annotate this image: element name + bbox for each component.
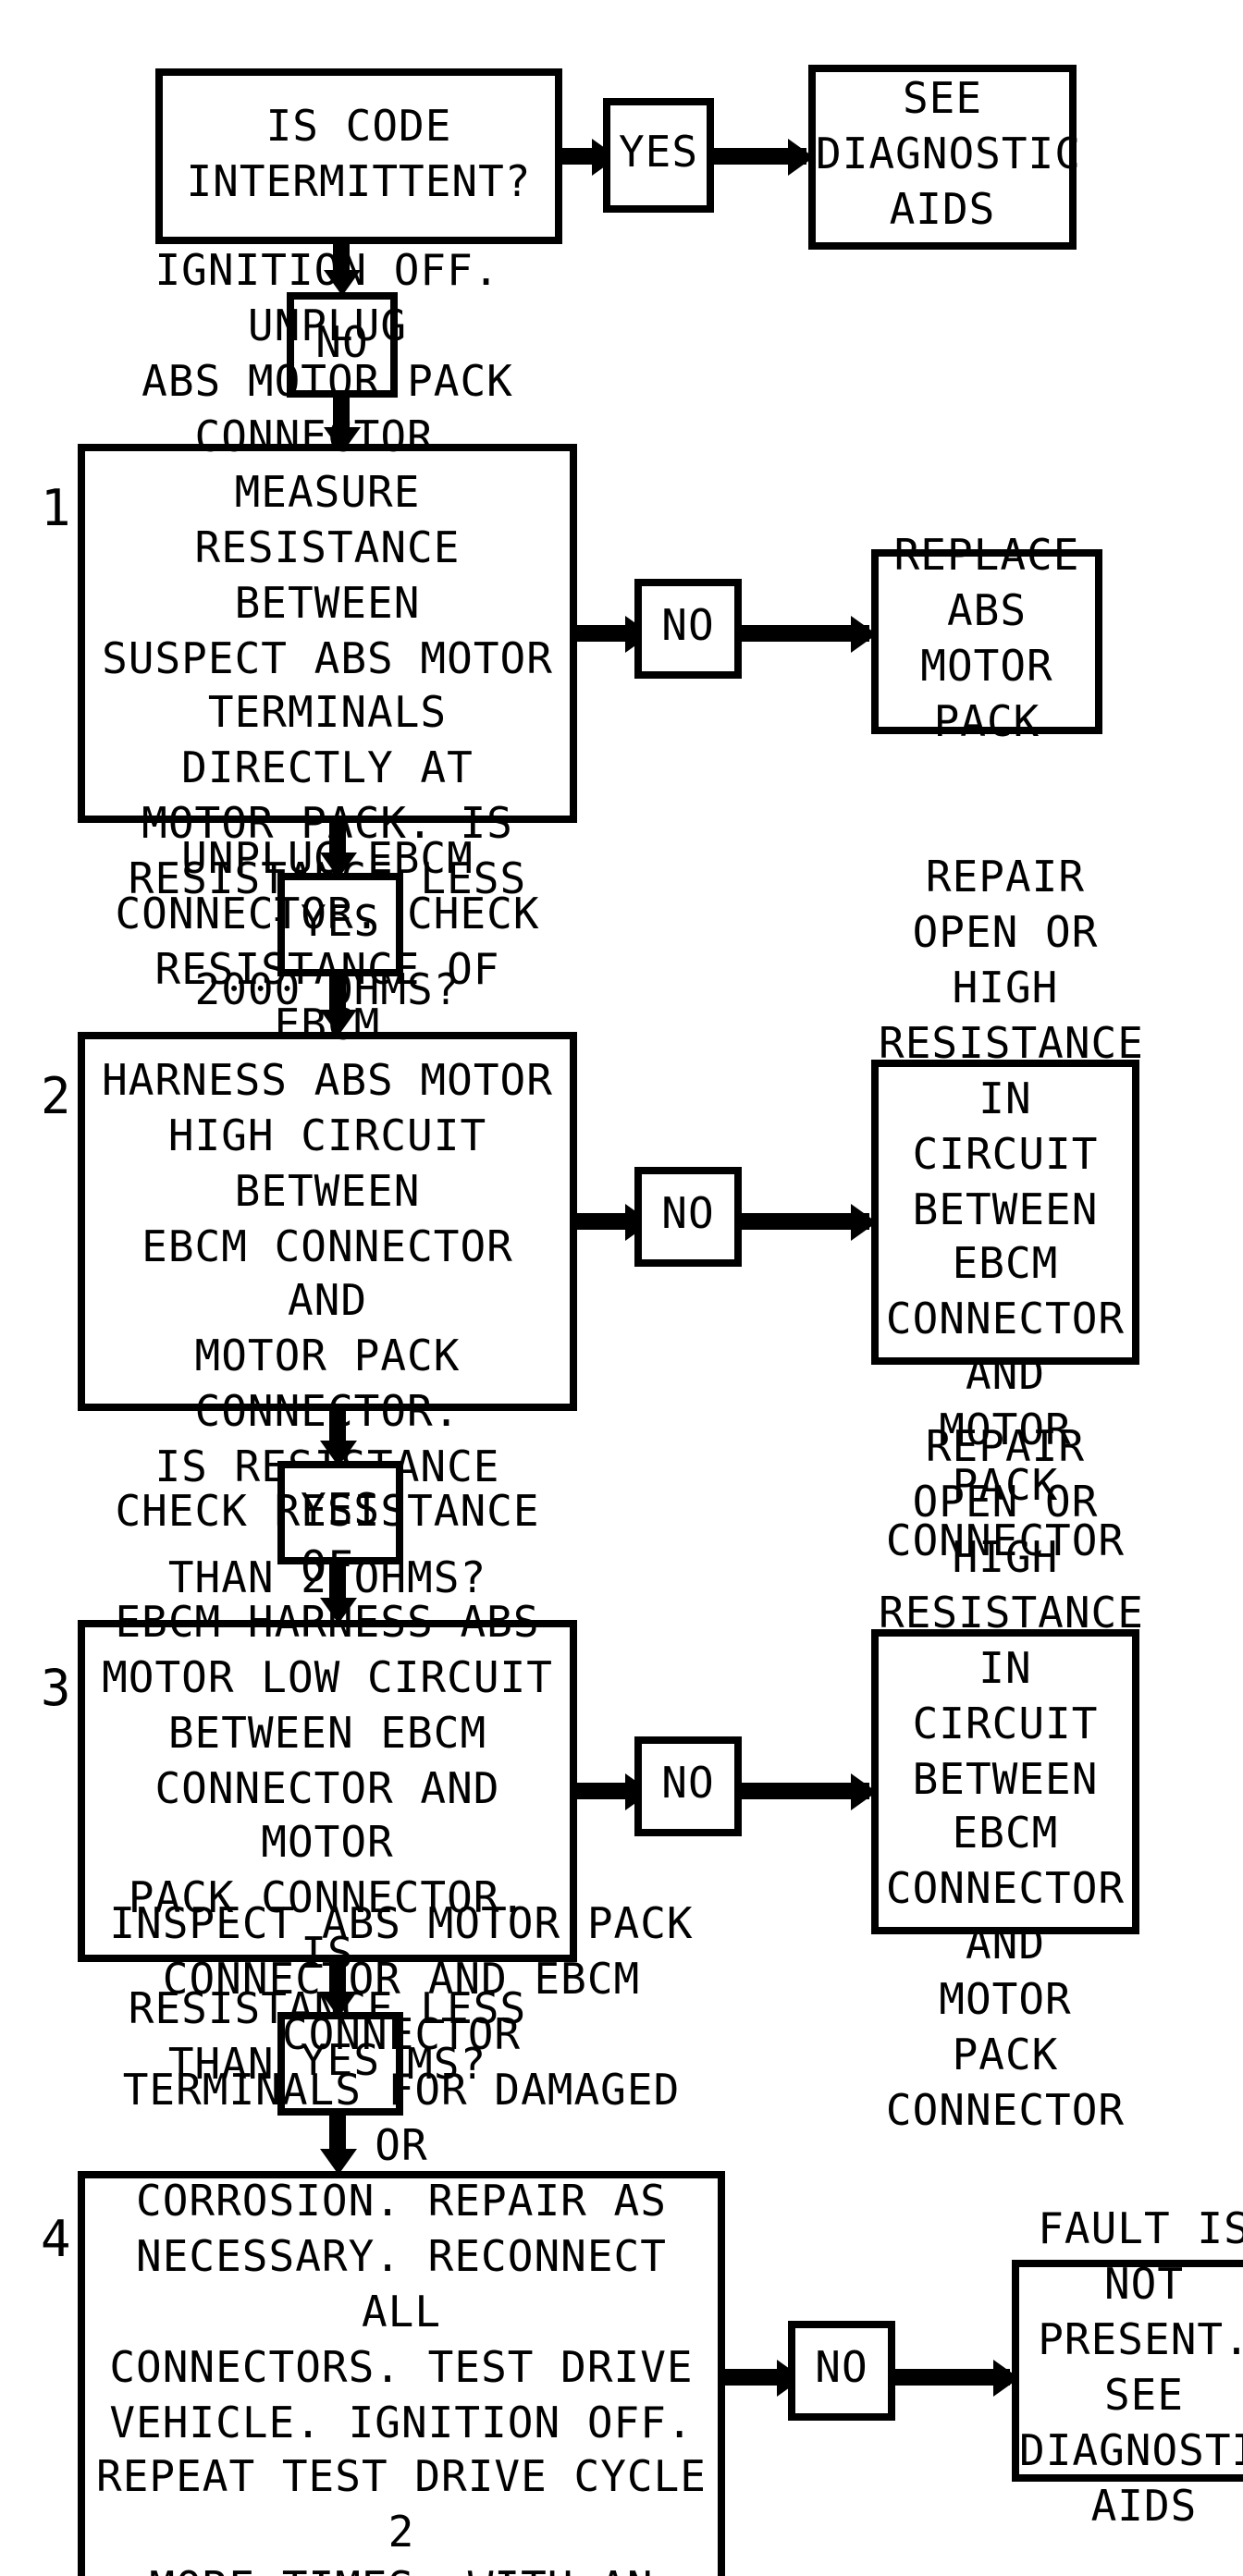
- node-label: SEE DIAGNOSTIC AIDS: [816, 76, 1081, 235]
- node-step-4[interactable]: INSPECT ABS MOTOR PACK CONNECTOR AND EBC…: [78, 1902, 725, 2576]
- node-step1-yes[interactable]: YES: [277, 873, 403, 976]
- node-label: YES: [300, 899, 381, 948]
- connector-step3-to-no: [577, 1783, 633, 1799]
- connector-step4no-to-fault: [895, 2369, 1010, 2386]
- node-label: UNPLUG EBCM CONNECTOR. CHECK RESISTANCE …: [102, 836, 553, 1603]
- arrowhead-step1yes-to-step2: [320, 1010, 357, 1036]
- node-fault-is-not-present[interactable]: FAULT IS NOT PRESENT. SEE DIAGNOSTIC AID…: [1012, 2207, 1243, 2532]
- arrowhead-start-to-no: [324, 270, 361, 296]
- node-replace-abs-motor-pack[interactable]: REPLACE ABS MOTOR PACK: [871, 533, 1102, 747]
- node-label: REPAIR OPEN OR HIGH RESISTANCE IN CIRCUI…: [879, 1424, 1144, 2136]
- node-repair-open-high-resistance-high-circuit[interactable]: REPAIR OPEN OR HIGH RESISTANCE IN CIRCUI…: [871, 854, 1143, 1566]
- node-step2-yes[interactable]: YES: [277, 1461, 403, 1564]
- node-step1-no[interactable]: NO: [634, 579, 742, 679]
- connector-yes-to-aids: [714, 148, 806, 165]
- node-step-3[interactable]: CHECK RESISTANCE OF EBCM HARNESS ABS MOT…: [78, 1489, 577, 2090]
- node-label: REPLACE ABS MOTOR PACK: [893, 533, 1080, 747]
- connector-step1-to-no: [577, 625, 633, 642]
- node-label: YES: [300, 2038, 381, 2087]
- step-number-2: 2: [41, 1069, 71, 1126]
- connector-step2no-to-repair: [742, 1213, 869, 1230]
- arrowhead-step2yes-to-step3: [320, 1598, 357, 1624]
- node-label: YES: [618, 129, 699, 178]
- node-label: CHECK RESISTANCE OF EBCM HARNESS ABS MOT…: [102, 1489, 553, 2091]
- connector-start-to-yes: [562, 148, 599, 165]
- node-see-diagnostic-aids[interactable]: SEE DIAGNOSTIC AIDS: [808, 65, 1081, 250]
- step-number-3: 3: [41, 1661, 71, 1718]
- node-label: INSPECT ABS MOTOR PACK CONNECTOR AND EBC…: [96, 1901, 707, 2576]
- node-step3-no[interactable]: NO: [634, 1736, 742, 1836]
- node-step-2[interactable]: UNPLUG EBCM CONNECTOR. CHECK RESISTANCE …: [78, 837, 577, 1603]
- node-start-yes[interactable]: YES: [603, 98, 714, 213]
- node-step4-no[interactable]: NO: [788, 2321, 895, 2421]
- node-label: IGNITION OFF. UNPLUG ABS MOTOR PACK CONN…: [102, 248, 553, 1015]
- node-label: REPAIR OPEN OR HIGH RESISTANCE IN CIRCUI…: [879, 854, 1144, 1566]
- node-step-1[interactable]: IGNITION OFF. UNPLUG ABS MOTOR PACK CONN…: [78, 249, 577, 1015]
- step-number-1: 1: [41, 481, 71, 538]
- connector-step3no-to-repair: [742, 1783, 869, 1799]
- connector-step2-to-no: [577, 1213, 633, 1230]
- node-label: NO: [661, 603, 715, 652]
- node-label: FAULT IS NOT PRESENT. SEE DIAGNOSTIC AID…: [1019, 2206, 1243, 2532]
- arrowhead-step3yes-to-step4: [320, 2149, 357, 2175]
- node-step3-yes[interactable]: YES: [277, 2012, 403, 2116]
- node-label: IS CODE INTERMITTENT?: [186, 103, 532, 206]
- node-repair-open-high-resistance-low-circuit[interactable]: REPAIR OPEN OR HIGH RESISTANCE IN CIRCUI…: [871, 1424, 1143, 2136]
- node-label: NO: [661, 1191, 715, 1240]
- node-label: NO: [815, 2345, 868, 2394]
- step-number-4: 4: [41, 2212, 71, 2269]
- connector-step1no-to-replace: [742, 625, 869, 642]
- node-label: NO: [661, 1760, 715, 1809]
- connector-step4-to-no: [725, 2369, 784, 2386]
- node-start-no[interactable]: NO: [287, 292, 398, 398]
- node-step2-no[interactable]: NO: [634, 1167, 742, 1267]
- node-is-code-intermittent[interactable]: IS CODE INTERMITTENT?: [155, 68, 562, 244]
- node-label: NO: [315, 319, 369, 368]
- node-label: YES: [300, 1487, 381, 1536]
